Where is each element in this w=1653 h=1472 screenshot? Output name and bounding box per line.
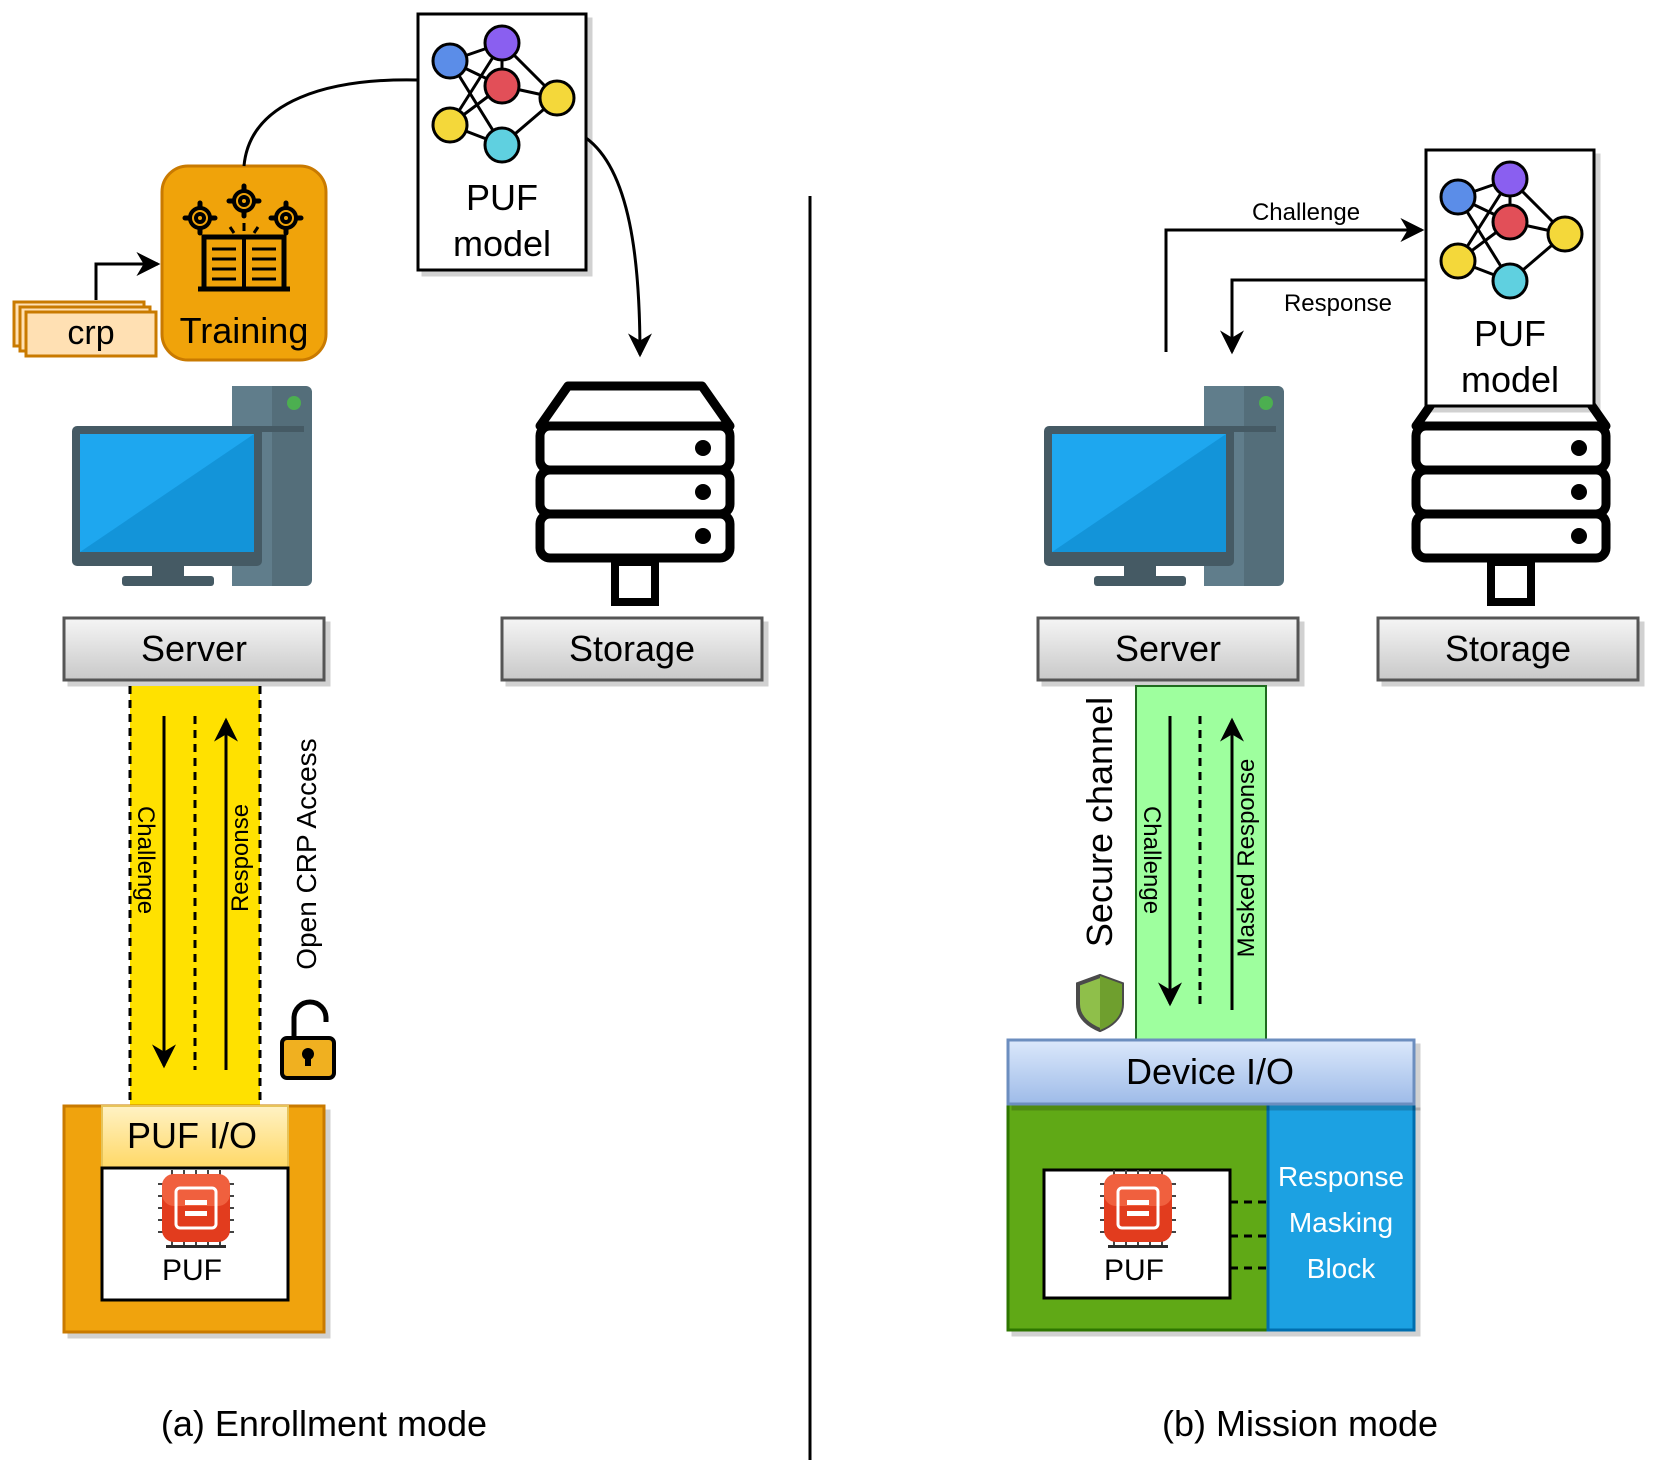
puf-to-masking-links	[1230, 1200, 1268, 1270]
mission-storage-label: Storage	[1445, 628, 1571, 669]
open-crp-access-label: Open CRP Access	[291, 738, 322, 969]
gears-book-icon	[182, 183, 304, 292]
enrollment-caption: (a) Enrollment mode	[161, 1403, 487, 1444]
enroll-server-label-box	[62, 616, 326, 682]
masked-response-label: Masked Response	[1233, 759, 1260, 958]
masking-label-3: Block	[1307, 1253, 1376, 1284]
secure-channel	[1135, 685, 1267, 1041]
server-rack-icon	[540, 386, 730, 602]
mission-server-rack-icon	[1416, 386, 1606, 602]
model-to-storage-curve	[585, 136, 652, 358]
puf-io-label: PUF I/O	[127, 1115, 257, 1156]
mission-caption: (b) Mission mode	[1162, 1403, 1438, 1444]
enroll-model-label-2: model	[453, 223, 551, 264]
puf-io-header: PUF I/O	[101, 1105, 289, 1169]
unlocked-padlock-icon	[280, 999, 336, 1080]
chip-icon	[156, 1168, 236, 1250]
device-io-header	[1006, 1038, 1416, 1106]
crp-label: crp	[67, 314, 114, 352]
mission-channel-challenge-label: Challenge	[1138, 806, 1165, 914]
mission-response-label: Response	[1284, 290, 1392, 317]
crp-stack: crp	[12, 300, 158, 358]
enroll-storage-label: Storage	[569, 628, 695, 669]
enroll-puf-label: PUF	[162, 1254, 222, 1287]
training-label: Training	[180, 310, 309, 351]
mission-model-label-2: model	[1461, 359, 1559, 400]
open-crp-channel	[128, 686, 262, 1106]
training-to-model-curve	[242, 78, 419, 167]
enroll-challenge-label: Challenge	[132, 806, 159, 914]
enroll-server-label: Server	[141, 628, 247, 669]
mission-server-label-box	[1036, 616, 1300, 682]
device-io-label: Device I/O	[1126, 1051, 1294, 1092]
mission-challenge-label: Challenge	[1252, 199, 1360, 226]
mission-chip-icon	[1098, 1168, 1178, 1250]
masking-label-2: Masking	[1289, 1207, 1393, 1238]
enroll-response-label: Response	[227, 804, 254, 912]
secure-channel-label: Secure channel	[1079, 697, 1120, 947]
computer-icon	[72, 386, 312, 586]
crp-to-training-arrow	[94, 252, 161, 300]
mission-model-label-1: PUF	[1474, 313, 1546, 354]
mission-storage-label-box	[1376, 616, 1640, 682]
mission-response-arrow	[1220, 278, 1426, 355]
mission-computer-icon	[1044, 386, 1284, 586]
enroll-storage-label-box	[500, 616, 764, 682]
mission-server-label: Server	[1115, 628, 1221, 669]
mission-challenge-arrow	[1164, 218, 1425, 352]
training-box: Training	[160, 164, 328, 362]
masking-label-1: Response	[1278, 1161, 1404, 1192]
mission-puf-label: PUF	[1104, 1254, 1164, 1287]
enroll-model-label-1: PUF	[466, 177, 538, 218]
shield-icon	[1076, 973, 1124, 1033]
